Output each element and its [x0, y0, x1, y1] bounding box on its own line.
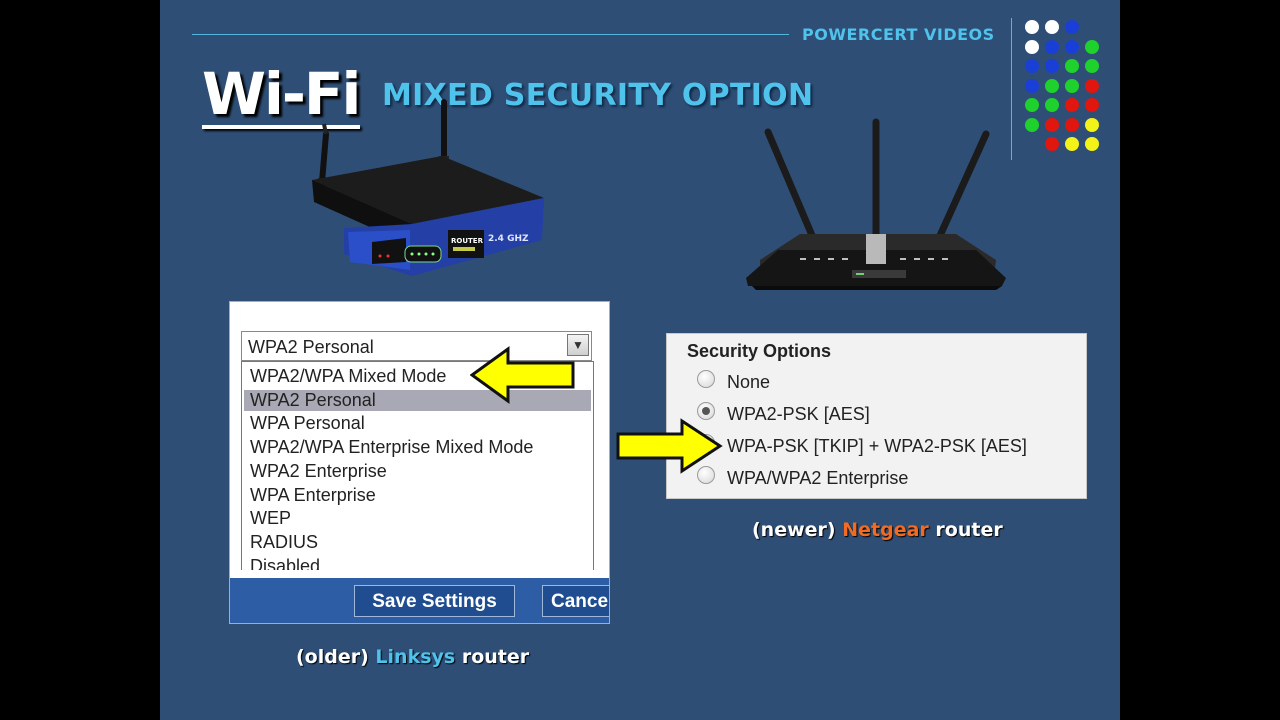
linksys-caption-suffix: router — [461, 646, 530, 668]
logo-dot — [1085, 78, 1099, 93]
dropdown-option[interactable]: WPA2/WPA Mixed Mode — [250, 366, 447, 386]
save-settings-button[interactable]: Save Settings — [354, 585, 515, 617]
logo-dot — [1085, 59, 1099, 73]
logo-dot — [1085, 117, 1099, 132]
logo-dot — [1065, 98, 1079, 112]
radio-mixed-psk-label: WPA-PSK [TKIP] + WPA2-PSK [AES] — [727, 436, 1027, 456]
slide: POWERCERT VIDEOS Wi-Fi MIXED SECURITY OP… — [160, 0, 1120, 720]
netgear-caption-brand: Netgear — [842, 519, 929, 541]
logo-dot — [1045, 59, 1059, 73]
radio-enterprise[interactable] — [697, 466, 715, 484]
dropdown-option[interactable]: WEP — [250, 508, 292, 529]
logo-dot — [1065, 20, 1079, 34]
logo-dot — [1045, 39, 1059, 54]
title-subtitle: MIXED SECURITY OPTION — [382, 78, 814, 113]
radio-none-label: None — [727, 372, 771, 392]
logo-dot — [1045, 20, 1059, 34]
dropdown-option[interactable]: RADIUS — [250, 531, 319, 552]
title-wifi: Wi-Fi — [202, 60, 361, 128]
logo-dot — [1085, 39, 1099, 54]
brand-name: POWERCERT VIDEOS — [802, 25, 995, 44]
logo-dot — [1025, 117, 1039, 132]
logo-dot — [1025, 20, 1039, 34]
mixed-mode-arrow-icon — [470, 346, 575, 404]
logo-dot — [1065, 39, 1079, 54]
security-mode-value: WPA2 Personal — [248, 337, 374, 357]
dropdown-option[interactable]: WPA2/WPA Enterprise Mixed Mode — [250, 437, 534, 458]
logo-dot — [1065, 117, 1079, 132]
logo-dot — [1065, 137, 1079, 151]
radio-wpa2-psk-label: WPA2-PSK [AES] — [727, 404, 870, 424]
logo-dot — [1025, 78, 1039, 93]
header-rule — [192, 34, 789, 35]
logo-dot — [1045, 137, 1059, 151]
radio-wpa2-psk[interactable] — [697, 402, 715, 420]
router-band-label: 2.4 GHZ — [488, 234, 529, 244]
dropdown-option[interactable]: WPA Personal — [250, 413, 365, 434]
netgear-security-panel: Security Options None WPA2-PSK [AES] WPA… — [666, 333, 1087, 499]
logo-dot — [1045, 98, 1059, 112]
netgear-caption-suffix: router — [935, 519, 1003, 541]
title-underline — [202, 125, 360, 129]
security-options-title: Security Options — [687, 341, 832, 361]
logo-dot — [1025, 39, 1039, 54]
security-mode-select[interactable]: WPA2 Personal ▼ — [241, 331, 592, 361]
netgear-caption-prefix: (newer) — [752, 519, 836, 541]
footer-bar-gap — [230, 570, 609, 578]
linksys-caption-brand: Linksys — [375, 646, 456, 668]
radio-none[interactable] — [697, 370, 715, 388]
cancel-button[interactable]: Cancel — [542, 585, 609, 617]
dropdown-option[interactable]: WPA Enterprise — [250, 484, 376, 505]
logo-dot — [1025, 59, 1039, 73]
netgear-router-image — [746, 118, 1006, 290]
logo-divider — [1011, 18, 1012, 160]
dropdown-option[interactable]: WPA2 Enterprise — [250, 460, 387, 481]
chevron-down-icon[interactable]: ▼ — [567, 334, 589, 356]
logo-dot — [1085, 137, 1099, 151]
linksys-caption: (older) Linksys router — [296, 646, 529, 668]
linksys-caption-prefix: (older) — [296, 646, 369, 668]
logo-dot — [1065, 78, 1079, 93]
netgear-caption: (newer) Netgear router — [752, 519, 1003, 541]
logo-dot — [1025, 98, 1039, 112]
mixed-psk-arrow-icon — [616, 418, 723, 474]
logo-dot — [1085, 98, 1099, 112]
logo-dot — [1045, 117, 1059, 132]
logo-dot — [1065, 59, 1079, 73]
router-badge: ROUTER — [451, 237, 484, 245]
radio-enterprise-label: WPA/WPA2 Enterprise — [727, 468, 909, 488]
linksys-router-image: ROUTER 2.4 GHZ — [312, 99, 544, 276]
logo-dot — [1045, 78, 1059, 93]
